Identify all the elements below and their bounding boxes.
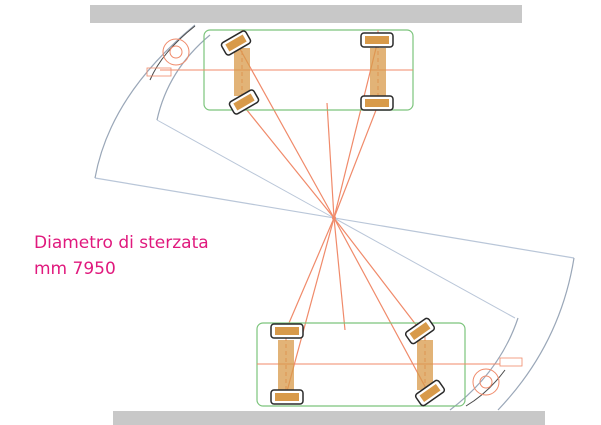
turning-arcs [94, 24, 575, 411]
bottom-vehicle [256, 317, 523, 407]
caption-line-1: Diametro di sterzata [34, 233, 209, 253]
turning-diameter-label: Diametro di sterzata mm 7950 [34, 230, 209, 282]
turning-center [332, 216, 336, 220]
caption-line-2: mm 7950 [34, 259, 116, 279]
bottom-wall [113, 411, 545, 425]
top-vehicle [146, 29, 414, 115]
top-wall [90, 5, 522, 23]
